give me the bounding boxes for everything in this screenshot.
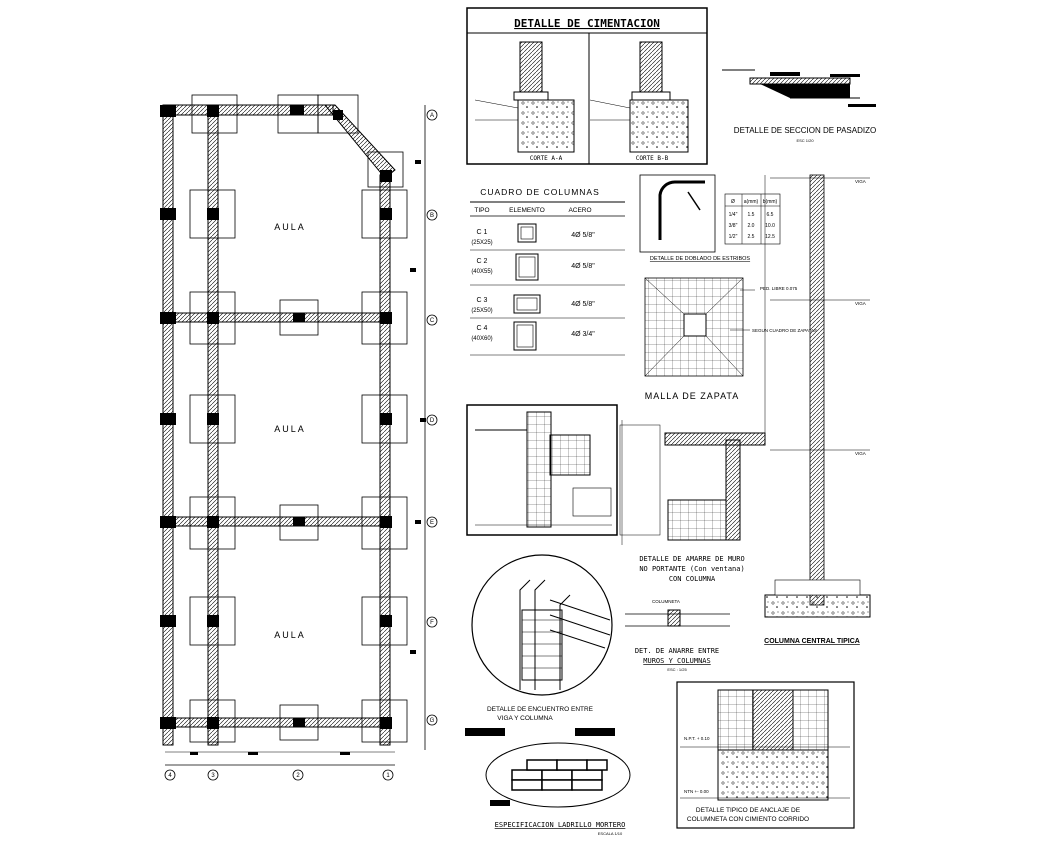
estribos-h0: Ø: [731, 199, 735, 205]
zapata-note2: SEGUN CUADRO DE ZAPATAS: [752, 328, 817, 333]
axis-b: B: [430, 213, 434, 219]
pasadizo-title: DETALLE DE SECCION DE PASADIZO: [734, 126, 876, 135]
foundation-floor-plan: AULA AULA AULA A B C D E F G 4 3 2 1: [160, 94, 438, 781]
axis-f: F: [430, 620, 434, 626]
stirrup-bending-detail: Ø a(mm) b(mm) 1/4" 1.5 6.5 3/8" 2.0 10.0…: [639, 174, 781, 262]
c4-tipo: C 4: [477, 325, 488, 332]
anarre-scale: ESC : 1/25: [667, 667, 687, 672]
ladrillo-scale: ESCALA 1/10: [598, 831, 623, 836]
axis-1: 1: [386, 773, 390, 779]
axis-4: 4: [168, 773, 172, 779]
amarre-line1: DETALLE DE AMARRE DE MURO: [639, 555, 744, 563]
amarre-line2: NO PORTANTE (Con ventana): [639, 565, 744, 573]
estribos-r2c1: 2.5: [748, 234, 755, 240]
brick-mortar-spec: ESPECIFICACION LADRILLO MORTERO ESCALA 1…: [465, 728, 631, 836]
cuadro-header-elemento: ELEMENTO: [509, 207, 545, 214]
estribos-r0c2: 6.5: [767, 212, 774, 218]
cuadro-header-tipo: TIPO: [474, 207, 489, 214]
room-label-2: AULA: [274, 424, 306, 434]
anarre-line2: MUROS Y COLUMNAS: [643, 657, 710, 665]
room-label-3: AULA: [274, 630, 306, 640]
estribos-r1c1: 2.0: [748, 223, 755, 229]
beam-column-joint-3d: DETALLE DE ENCUENTRO ENTRE VIGA Y COLUMN…: [471, 554, 613, 722]
c3-dim: (25X50): [471, 308, 492, 314]
foundation-detail: DETALLE DE CIMENTACION CORTE A-A CORTE B…: [466, 7, 708, 165]
zapata-title: MALLA DE ZAPATA: [645, 391, 740, 401]
columna-central-title: COLUMNA CENTRAL TIPICA: [764, 638, 860, 645]
wall-tie-detail: DETALLE DE AMARRE DE MURO NO PORTANTE (C…: [619, 420, 766, 583]
axis-3: 3: [211, 773, 215, 779]
axis-d: D: [430, 418, 435, 424]
corte-b-label: CORTE B-B: [636, 155, 669, 162]
encuentro-line2: VIGA Y COLUMNA: [497, 715, 553, 722]
estribos-title: DETALLE DE DOBLADO DE ESTRIBOS: [650, 256, 750, 262]
column-schedule: CUADRO DE COLUMNAS TIPO ELEMENTO ACERO C…: [470, 187, 625, 356]
c2-acero: 4Ø 5/8": [571, 263, 595, 270]
estribos-h2: b(mm): [763, 199, 778, 205]
anclaje-ntn: NTN +- 0.00: [684, 789, 709, 794]
anclaje-npt: N.P.T. + 0.10: [684, 736, 710, 741]
c1-acero: 4Ø 5/8": [571, 232, 595, 239]
anclaje-line2: COLUMNETA CON CIMIENTO CORRIDO: [687, 816, 809, 823]
columneta-anchor-detail: N.P.T. + 0.10 NTN +- 0.00 DETALLE TIPICO…: [676, 681, 855, 829]
wall-column-tie-detail: COLUMNETA DET. DE ANARRE ENTRE MUROS Y C…: [625, 599, 730, 672]
typical-central-column: VIGA VIGA VIGA COLUMNA CENTRAL TIPICA: [764, 174, 871, 645]
c2-tipo: C 2: [477, 258, 488, 265]
estribos-r2c2: 12.5: [765, 234, 775, 240]
anclaje-line1: DETALLE TIPICO DE ANCLAJE DE: [696, 807, 801, 814]
estribos-r1c0: 3/8": [729, 223, 738, 229]
c3-acero: 4Ø 5/8": [571, 301, 595, 308]
c4-acero: 4Ø 3/4": [571, 331, 595, 338]
estribos-r2c0: 1/2": [729, 234, 738, 240]
estribos-r0c0: 1/4": [729, 212, 738, 218]
ladrillo-title: ESPECIFICACION LADRILLO MORTERO: [495, 821, 626, 829]
viga-label-2: VIGA: [855, 301, 866, 306]
viga-label-1: VIGA: [855, 179, 866, 184]
anarre-line1: DET. DE ANARRE ENTRE: [635, 647, 719, 655]
c1-dim: (25X25): [471, 240, 492, 246]
zapata-note1: PED. LIBRE 0.075: [760, 286, 798, 291]
estribos-h1: a(mm): [744, 199, 759, 205]
axis-2: 2: [296, 773, 300, 779]
axis-g: G: [430, 718, 435, 724]
viga-label-3: VIGA: [855, 451, 866, 456]
amarre-line3: CON COLUMNA: [669, 575, 716, 583]
encuentro-line1: DETALLE DE ENCUENTRO ENTRE: [487, 706, 594, 713]
c4-dim: (40X60): [471, 336, 492, 342]
axis-e: E: [430, 520, 434, 526]
beam-column-joint-box: [466, 404, 618, 536]
footing-mesh-detail: PED. LIBRE 0.075 SEGUN CUADRO DE ZAPATAS…: [644, 277, 817, 401]
axis-c: C: [430, 318, 435, 324]
pasadizo-scale: ESC 1/20: [796, 138, 814, 143]
cuadro-title: CUADRO DE COLUMNAS: [480, 187, 600, 197]
corridor-section-detail: DETALLE DE SECCION DE PASADIZO ESC 1/20: [722, 69, 876, 143]
corte-a-label: CORTE A-A: [530, 155, 563, 162]
anarre-columneta: COLUMNETA: [652, 599, 680, 604]
cuadro-header-acero: ACERO: [568, 207, 591, 214]
room-label-1: AULA: [274, 222, 306, 232]
cimentacion-title: DETALLE DE CIMENTACION: [514, 17, 660, 30]
c1-tipo: C 1: [477, 229, 488, 236]
estribos-r1c2: 10.0: [765, 223, 775, 229]
axis-a: A: [430, 113, 434, 119]
c2-dim: (40X55): [471, 269, 492, 275]
c3-tipo: C 3: [477, 297, 488, 304]
estribos-r0c1: 1.5: [748, 212, 755, 218]
